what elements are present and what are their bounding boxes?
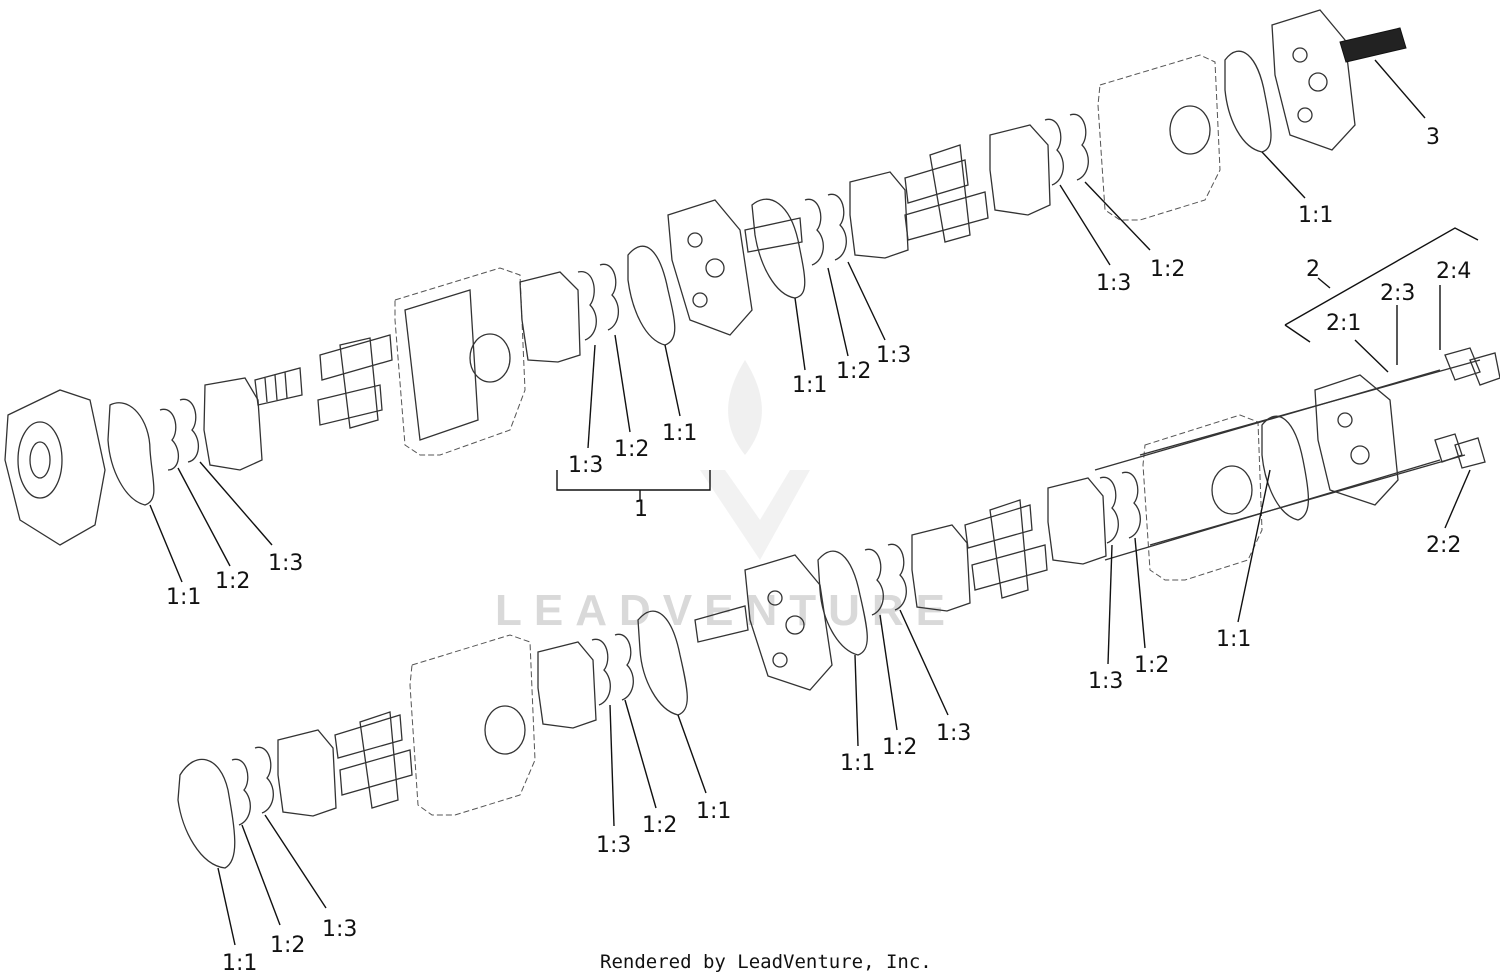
retainer-clip — [254, 746, 274, 814]
gear — [339, 337, 379, 429]
retainer-clip — [1044, 118, 1064, 186]
gear — [989, 499, 1029, 599]
callout-label: 1:3 — [268, 551, 303, 576]
bearing-block — [537, 641, 597, 729]
gear-shaft — [964, 504, 1048, 591]
callout-label: 2:1 — [1326, 311, 1361, 336]
callout-label: 1:3 — [936, 721, 971, 746]
callout-label: 1:2 — [1134, 653, 1169, 678]
retainer-clip — [864, 548, 884, 616]
cover-plate-upper-right — [1271, 9, 1356, 151]
bearing-block — [519, 271, 581, 363]
retainer-clip — [231, 758, 251, 826]
retainer-clip — [887, 543, 907, 611]
callout-label: 2:4 — [1436, 259, 1471, 284]
bearing-block — [277, 729, 337, 817]
callout-label: 1:2 — [1150, 257, 1185, 282]
pump-housing-upper — [394, 267, 526, 456]
cover-plate-upper — [667, 199, 753, 336]
end-cover-upper — [4, 389, 106, 546]
watermark-text: LEADVENTURE — [495, 586, 957, 635]
callout-label: 1:2 — [614, 437, 649, 462]
bolt-2-3 — [1469, 352, 1500, 386]
seal-ring — [627, 245, 676, 346]
footer-credit: Rendered by LeadVenture, Inc. — [600, 951, 932, 973]
callout-label: 1:1 — [840, 751, 875, 776]
callout-label: 1:3 — [596, 833, 631, 858]
retainer-clip — [614, 633, 634, 701]
retainer-clip — [1069, 113, 1089, 181]
spline-shaft — [254, 367, 303, 406]
seal-ring — [107, 402, 155, 506]
gear-shaft — [317, 334, 393, 426]
callout-label: 1:1 — [662, 421, 697, 446]
callout-label: 1:3 — [322, 917, 357, 942]
callout-label: 1:1 — [1298, 203, 1333, 228]
callout-label: 1:2 — [882, 735, 917, 760]
retainer-clip — [1099, 476, 1119, 544]
seal-ring — [177, 758, 236, 869]
bearing-block — [203, 377, 263, 471]
callout-label: 1 — [634, 497, 648, 522]
retainer-clip — [591, 638, 611, 706]
callout-label: 2:2 — [1426, 533, 1461, 558]
retainer-clip — [599, 263, 619, 331]
leader-lines — [149, 59, 1479, 946]
bearing-block — [1047, 477, 1107, 565]
end-plate-lower-right — [1314, 374, 1399, 506]
callout-label: 1:2 — [836, 359, 871, 384]
bearing-block — [911, 524, 971, 612]
pump-housing-lower — [409, 634, 536, 816]
tie-rods — [1094, 359, 1481, 561]
callout-label: 1:1 — [696, 799, 731, 824]
gear — [359, 711, 399, 809]
seal-ring — [1261, 415, 1310, 521]
cover-plate-lower — [744, 554, 833, 691]
callout-label: 1:1 — [222, 951, 257, 976]
retainer-clip — [577, 271, 597, 341]
callout-label: 1:2 — [642, 813, 677, 838]
pump-housing-lower-right — [1142, 414, 1263, 581]
retainer-clip — [804, 198, 824, 266]
callout-label: 1:3 — [876, 343, 911, 368]
retainer-clip — [827, 193, 847, 261]
callout-label: 1:2 — [270, 933, 305, 958]
callout-label: 1:2 — [215, 569, 250, 594]
pump-housing-upper-right — [1097, 54, 1221, 221]
seal-ring — [817, 550, 868, 656]
callout-labels: 1:1 1:2 1:3 1:3 1:2 1:1 1 1:1 1:2 1:3 1:… — [166, 125, 1471, 976]
seal-ring — [751, 198, 806, 299]
callout-label: 1:1 — [166, 585, 201, 610]
callout-label: 1:3 — [1088, 669, 1123, 694]
retainer-clip — [159, 408, 179, 471]
spline-shaft — [694, 605, 749, 643]
callout-label: 1:1 — [1216, 627, 1251, 652]
watermark-logo — [700, 360, 810, 560]
seal-ring — [1224, 50, 1272, 153]
callout-label: 2 — [1306, 257, 1320, 282]
seal-ring — [637, 610, 688, 716]
callout-label: 2:3 — [1380, 281, 1415, 306]
callout-label: 3 — [1426, 125, 1440, 150]
retainer-clip — [1121, 471, 1141, 539]
drive-shaft-part-3 — [1339, 27, 1407, 63]
callout-label: 1:1 — [792, 373, 827, 398]
bolt-2-4 — [1444, 347, 1481, 381]
spline-shaft — [744, 217, 803, 253]
bolt-2-2 — [1434, 433, 1486, 469]
upper-assembly — [4, 9, 1407, 546]
gear-shaft — [904, 159, 989, 241]
retainer-clip — [179, 398, 199, 463]
callout-label: 1:3 — [1096, 271, 1131, 296]
bearing-block — [989, 124, 1051, 216]
gear-shaft — [334, 714, 413, 796]
lower-assembly — [177, 347, 1500, 869]
callout-label: 1:3 — [568, 453, 603, 478]
bearing-block — [849, 171, 909, 259]
gear — [929, 144, 971, 243]
